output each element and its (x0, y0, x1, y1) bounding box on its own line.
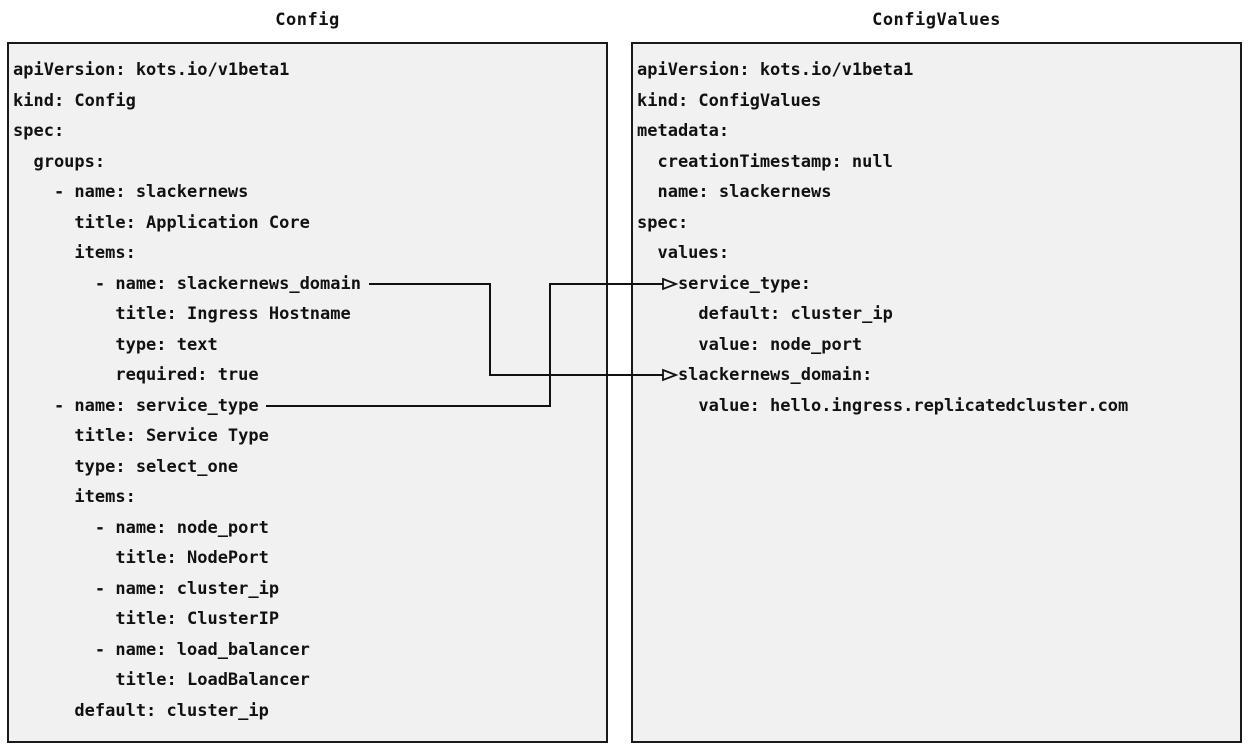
config-yaml-code: apiVersion: kots.io/v1beta1 kind: Config… (13, 60, 361, 721)
config-panel-title: Config (275, 10, 340, 30)
config-panel: apiVersion: kots.io/v1beta1 kind: Config… (7, 42, 608, 743)
configvalues-yaml-code: apiVersion: kots.io/v1beta1 kind: Config… (637, 60, 1129, 416)
configvalues-panel: apiVersion: kots.io/v1beta1 kind: Config… (631, 42, 1242, 743)
configvalues-panel-title: ConfigValues (872, 10, 1001, 30)
